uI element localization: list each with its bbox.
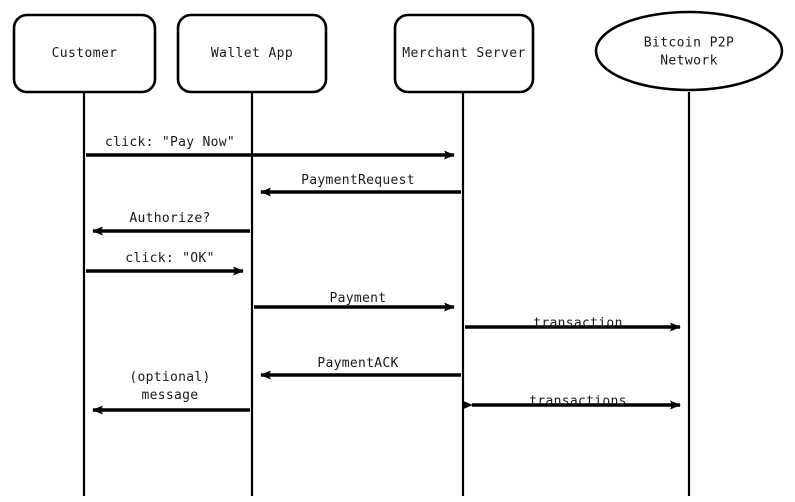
message-label-m9: transactions (529, 394, 627, 409)
message-label-m4: click: "OK" (125, 251, 214, 266)
message-label-m6: transaction (533, 316, 622, 331)
participant-box-wallet[interactable] (176, 13, 328, 94)
lifelines-group (82, 92, 691, 496)
message-label-m1: click: "Pay Now" (105, 135, 235, 150)
participant-label-customer: Customer (52, 46, 118, 61)
messages-group: click: "Pay Now" PaymentRequestAuthorize?… (86, 135, 681, 415)
message-label-m2: PaymentRequest (301, 173, 415, 188)
message-label-m7: PaymentACK (317, 356, 398, 371)
message-label-m3: Authorize? (129, 211, 210, 226)
message-label-m8-line2: message (142, 388, 199, 403)
participant-label-merchant: Merchant Server (402, 46, 525, 61)
participant-box-merchant[interactable] (393, 13, 535, 94)
message-label-m8: (optional) (129, 370, 210, 385)
participants-group: Customer Wallet App Merchant Server Bitcoin… (12, 10, 784, 94)
message-label-m5: Payment (330, 291, 387, 306)
participant-label-network: Bitcoin P2P (644, 36, 735, 51)
participant-label-network-line2: Network (660, 54, 718, 69)
participant-box-customer[interactable] (12, 13, 157, 94)
participant-label-wallet: Wallet App (211, 46, 293, 61)
participant-box-network[interactable] (594, 10, 784, 92)
